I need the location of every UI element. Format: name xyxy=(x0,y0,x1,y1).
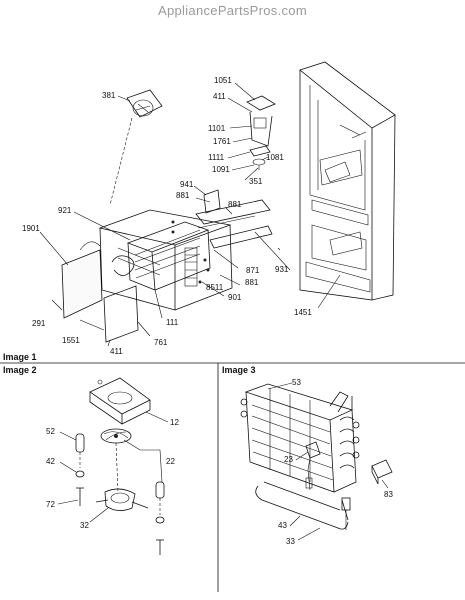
callout-881-c: 881 xyxy=(245,278,259,287)
refrigerator-cabinet xyxy=(299,61,396,301)
callout-1091: 1091 xyxy=(212,165,230,174)
evaporator-coil xyxy=(126,221,211,291)
callout-1901: 1901 xyxy=(22,224,40,233)
callout-32: 32 xyxy=(80,521,89,530)
callout-761: 761 xyxy=(154,338,168,347)
callout-901: 901 xyxy=(228,293,242,302)
callout-83: 83 xyxy=(384,490,393,499)
image-2-fan-motor: Image 2 xyxy=(3,365,179,555)
watermark: AppliancePartsPros.com xyxy=(158,3,307,18)
callouts-image-1: 381 1051 411 1101 1761 1111 1081 1091 35… xyxy=(22,76,312,356)
image-1-exploded-view: 381 1051 411 1101 1761 1111 1081 1091 35… xyxy=(3,61,396,362)
callout-52: 52 xyxy=(46,427,55,436)
callout-1761: 1761 xyxy=(213,137,231,146)
callout-22: 22 xyxy=(166,457,175,466)
callout-1451: 1451 xyxy=(294,308,312,317)
callout-921: 921 xyxy=(58,206,72,215)
damper-control-assembly xyxy=(246,95,276,170)
callout-53: 53 xyxy=(292,378,301,387)
callout-1101: 1101 xyxy=(208,124,226,133)
image-dividers xyxy=(0,362,465,592)
fan-assembly xyxy=(109,89,163,206)
callout-1051: 1051 xyxy=(214,76,232,85)
callout-42: 42 xyxy=(46,457,55,466)
callout-881-b: 881 xyxy=(228,200,242,209)
image-2-label: Image 2 xyxy=(3,365,37,375)
image-3-evaporator: Image 3 xyxy=(222,365,393,546)
callout-351: 351 xyxy=(249,177,263,186)
callout-1081: 1081 xyxy=(266,153,284,162)
callout-33: 33 xyxy=(286,537,295,546)
callout-931: 931 xyxy=(275,265,289,274)
callout-23: 23 xyxy=(284,455,293,464)
callout-881-a: 881 xyxy=(176,191,190,200)
callout-871: 871 xyxy=(246,266,260,275)
callout-1551: 1551 xyxy=(62,336,80,345)
callout-43: 43 xyxy=(278,521,287,530)
callout-411-b: 411 xyxy=(110,347,123,356)
image-3-label: Image 3 xyxy=(222,365,256,375)
callout-111: 111 xyxy=(166,318,179,327)
small-parts xyxy=(171,189,273,284)
callout-381: 381 xyxy=(102,91,116,100)
image-1-label: Image 1 xyxy=(3,352,37,362)
callout-72: 72 xyxy=(46,500,55,509)
callout-411: 411 xyxy=(213,92,226,101)
front-panel xyxy=(61,249,139,343)
leader-lines-1 xyxy=(39,82,341,347)
callout-291: 291 xyxy=(32,319,46,328)
defrost-heater xyxy=(79,241,135,276)
callout-941: 941 xyxy=(180,180,194,189)
callout-1111: 1111 xyxy=(208,153,225,162)
callout-8511: 8511 xyxy=(206,283,224,292)
callout-12: 12 xyxy=(170,418,179,427)
